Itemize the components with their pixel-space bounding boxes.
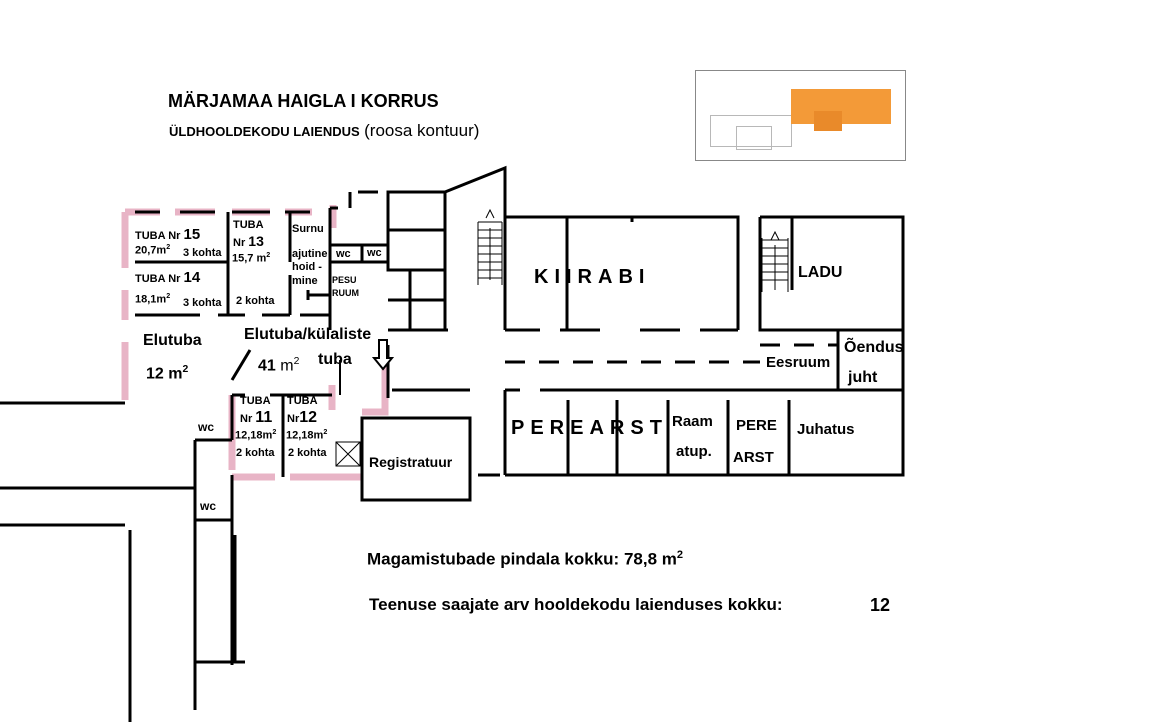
bedroom-area-total: Magamistubade pindala kokku: 78,8 m2 bbox=[367, 549, 684, 569]
room-14-area: 18,1m2 bbox=[135, 292, 171, 306]
family-doctor-2-label-1: PERE bbox=[736, 417, 777, 434]
room-13-area: 15,7 m2 bbox=[232, 251, 271, 265]
living-room-area: 12 m2 bbox=[146, 364, 189, 383]
corridor-lines bbox=[505, 343, 838, 392]
head-nurse-label-2: juht bbox=[848, 369, 878, 386]
room-11-label1: TUBA bbox=[240, 395, 271, 407]
plan-subtitle: ÜLDHOOLDEKODU LAIENDUS (roosa kontuur) bbox=[169, 122, 479, 141]
subtitle-note: (roosa kontuur) bbox=[364, 121, 480, 140]
room-11-places: 2 kohta bbox=[236, 447, 275, 459]
morgue-label-3: hoid - bbox=[292, 261, 322, 273]
room-15-label: TUBA Nr 15 bbox=[135, 226, 201, 243]
laundry-label-2: RUUM bbox=[332, 288, 359, 298]
thumb-wing bbox=[736, 126, 772, 150]
room-11-area: 12,18m2 bbox=[235, 428, 277, 442]
morgue-label-1: Surnu bbox=[292, 223, 324, 235]
lounge-label-2: tuba bbox=[318, 351, 352, 368]
elevator-shaft bbox=[335, 441, 361, 467]
residents-total-value: 12 bbox=[870, 595, 891, 615]
wc-label: wc bbox=[367, 247, 382, 259]
room-15-places: 3 kohta bbox=[183, 247, 222, 259]
emergency-label: KIIRABI bbox=[534, 266, 651, 288]
room-12-places: 2 kohta bbox=[288, 447, 327, 459]
stairs bbox=[477, 208, 789, 292]
anteroom-label: Eesruum bbox=[766, 354, 831, 371]
thumb-highlight bbox=[814, 111, 842, 131]
storage-label: LADU bbox=[798, 264, 843, 281]
room-13-label1: TUBA bbox=[233, 219, 264, 231]
residents-total-label: Teenuse saajate arv hooldekodu laienduse… bbox=[369, 595, 783, 614]
family-doctor-label: PEREARST bbox=[511, 417, 668, 439]
morgue-label-4: mine bbox=[292, 275, 318, 287]
entrance-arrow-icon bbox=[371, 339, 395, 371]
room-15-area: 20,7m2 bbox=[135, 243, 171, 257]
living-room-label: Elutuba bbox=[143, 332, 202, 349]
room-12-area: 12,18m2 bbox=[286, 428, 328, 442]
reception-label: Registratuur bbox=[369, 454, 453, 470]
room-13-places: 2 kohta bbox=[236, 295, 275, 307]
bookkeeping-label-2: atup. bbox=[676, 443, 712, 460]
room-14-places: 3 kohta bbox=[183, 297, 222, 309]
room-12-label2: Nr12 bbox=[287, 409, 318, 426]
wc-label: wc bbox=[200, 499, 217, 513]
lounge-area: 41 m2 bbox=[258, 356, 300, 375]
morgue-label-2: ajutine bbox=[292, 248, 328, 260]
management-label: Juhatus bbox=[797, 421, 855, 438]
walls bbox=[0, 165, 905, 722]
plan-title: MÄRJAMAA HAIGLA I KORRUS bbox=[168, 91, 439, 111]
room-14-label: TUBA Nr 14 bbox=[135, 269, 201, 286]
wc-label: wc bbox=[336, 248, 351, 260]
laundry-label-1: PESU bbox=[332, 275, 357, 285]
lounge-label: Elutuba/külaliste bbox=[244, 326, 372, 343]
family-doctor-2-label-2: ARST bbox=[733, 449, 774, 466]
room-13-label2: Nr 13 bbox=[233, 233, 264, 249]
bookkeeping-label-1: Raam bbox=[672, 413, 713, 430]
thumb-wing bbox=[710, 115, 792, 147]
head-nurse-label-1: Õendus bbox=[844, 339, 904, 356]
room-12-label1: TUBA bbox=[287, 395, 318, 407]
subtitle-bold: ÜLDHOOLDEKODU LAIENDUS bbox=[169, 124, 360, 139]
wc-label: wc bbox=[198, 420, 215, 434]
building-thumbnail bbox=[695, 70, 906, 161]
room-11-label2: Nr 11 bbox=[240, 409, 273, 426]
